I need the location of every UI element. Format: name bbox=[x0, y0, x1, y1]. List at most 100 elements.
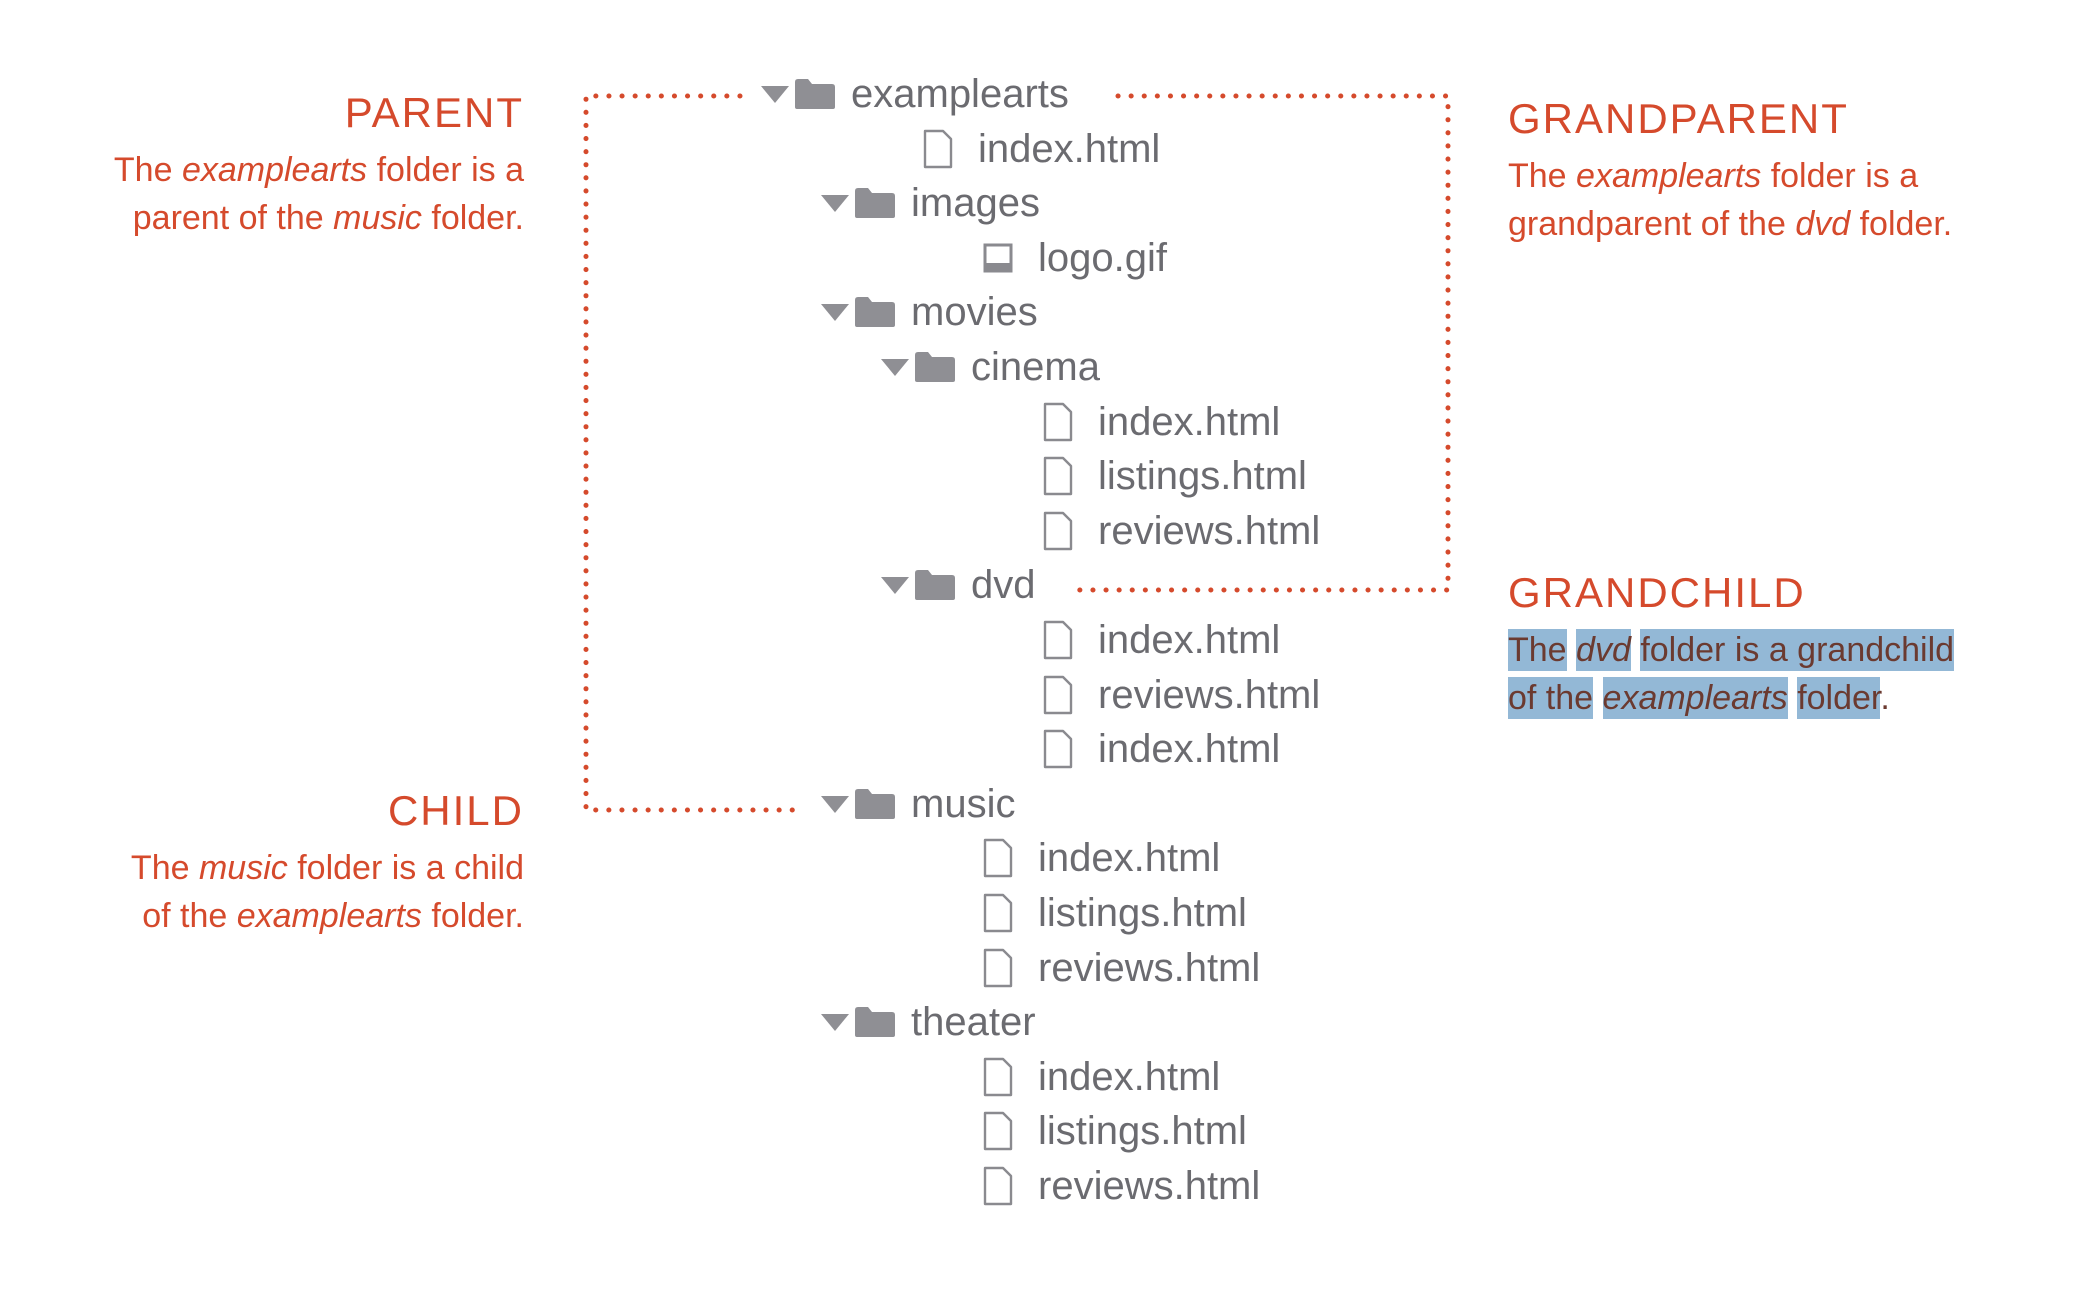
folder-icon bbox=[881, 569, 955, 601]
file-name: reviews.html bbox=[1038, 1163, 1261, 1208]
tree-row-file[interactable]: reviews.html bbox=[982, 941, 1260, 995]
grandchild-note-line-1: The dvd folder is a grandchild bbox=[1508, 626, 1955, 674]
tree-row-folder[interactable]: cinema bbox=[881, 340, 1100, 394]
folder-name: cinema bbox=[971, 344, 1100, 389]
child-note-body: The music folder is a child of the examp… bbox=[131, 844, 524, 940]
file-icon bbox=[1042, 729, 1074, 769]
file-name: reviews.html bbox=[1038, 945, 1261, 990]
file-name: reviews.html bbox=[1098, 508, 1321, 553]
italic-term: music bbox=[198, 849, 288, 887]
tree-row-folder[interactable]: examplearts bbox=[761, 67, 1069, 121]
tree-row-folder[interactable]: music bbox=[821, 777, 1015, 831]
file-name: listings.html bbox=[1098, 453, 1307, 498]
text-run: folder is a child bbox=[287, 849, 524, 887]
file-name: reviews.html bbox=[1098, 672, 1321, 717]
parent-note-title: PARENT bbox=[344, 89, 524, 136]
folder-name: dvd bbox=[971, 562, 1036, 607]
grandparent-note-title: GRANDPARENT bbox=[1508, 95, 1849, 142]
folder-icon bbox=[821, 187, 895, 219]
folder-name: images bbox=[911, 180, 1040, 225]
selected-text-run: The bbox=[1508, 631, 1567, 669]
tree-row-file[interactable]: reviews.html bbox=[982, 1159, 1260, 1213]
file-icon bbox=[1042, 456, 1074, 496]
child-note-title: CHILD bbox=[387, 787, 524, 834]
child-note: CHILD The music folder is a child of the… bbox=[131, 790, 524, 940]
grandchild-note: GRANDCHILD The dvd folder is a grandchil… bbox=[1508, 569, 1955, 722]
text-run: The bbox=[130, 849, 199, 887]
folder-name: theater bbox=[911, 999, 1036, 1044]
tree-row-file[interactable]: listings.html bbox=[982, 1104, 1247, 1158]
grandparent-note-line-1: The examplearts folder is a bbox=[1508, 152, 1952, 200]
tree-row-file[interactable]: listings.html bbox=[982, 886, 1247, 940]
text-run: grandparent of the bbox=[1508, 205, 1796, 243]
file-name: index.html bbox=[1098, 726, 1281, 771]
file-icon bbox=[1042, 620, 1074, 660]
file-icon bbox=[982, 1111, 1014, 1151]
text-run: The bbox=[1508, 157, 1577, 195]
tree-row-folder[interactable]: theater bbox=[821, 995, 1036, 1049]
grandchild-note-title: GRANDCHILD bbox=[1508, 569, 1806, 616]
tree-row-folder[interactable]: movies bbox=[821, 285, 1038, 339]
trailing-period: . bbox=[1880, 679, 1890, 717]
italic-term: examplearts bbox=[236, 897, 422, 935]
grandparent-note-line-2: grandparent of the dvd folder. bbox=[1508, 200, 1952, 248]
text-run: of the bbox=[142, 897, 237, 935]
tree-row-folder[interactable]: images bbox=[821, 176, 1040, 230]
tree-row-file[interactable]: listings.html bbox=[1042, 449, 1307, 503]
file-name: index.html bbox=[978, 126, 1161, 171]
grandparent-note-body: The examplearts folder is a grandparent … bbox=[1508, 152, 1952, 248]
file-icon bbox=[1042, 402, 1074, 442]
italic-term: examplearts bbox=[1576, 157, 1762, 195]
file-icon bbox=[1042, 675, 1074, 715]
file-name: logo.gif bbox=[1038, 235, 1167, 280]
chevron-down-icon[interactable] bbox=[821, 794, 849, 814]
file-icon bbox=[1042, 511, 1074, 551]
italic-term: music bbox=[333, 199, 422, 237]
italic-term: examplearts bbox=[181, 151, 368, 189]
image-file-icon bbox=[982, 242, 1014, 274]
selected-text-run: of the bbox=[1508, 679, 1594, 717]
text-run: folder is a bbox=[1761, 157, 1919, 195]
text-run: folder. bbox=[1850, 205, 1953, 243]
tree-row-file[interactable]: index.html bbox=[1042, 613, 1280, 667]
file-name: index.html bbox=[1098, 617, 1281, 662]
grandchild-note-body-selected-text[interactable]: The dvd folder is a grandchild of the ex… bbox=[1508, 626, 1955, 722]
tree-row-file[interactable]: index.html bbox=[982, 831, 1220, 885]
selected-italic-term: examplearts bbox=[1602, 679, 1788, 717]
chevron-down-icon[interactable] bbox=[761, 84, 789, 104]
text-run: parent of the bbox=[132, 199, 334, 237]
italic-term: dvd bbox=[1795, 205, 1851, 243]
file-name: index.html bbox=[1098, 399, 1281, 444]
tree-row-folder[interactable]: dvd bbox=[881, 558, 1036, 612]
tree-row-file[interactable]: reviews.html bbox=[1042, 504, 1320, 558]
tree-row-file[interactable]: index.html bbox=[922, 122, 1160, 176]
parent-note-body: The examplearts folder is a parent of th… bbox=[114, 146, 524, 242]
selected-italic-term: dvd bbox=[1576, 631, 1631, 669]
folder-icon bbox=[821, 1006, 895, 1038]
chevron-down-icon[interactable] bbox=[821, 193, 849, 213]
file-name: index.html bbox=[1038, 1054, 1221, 1099]
chevron-down-icon[interactable] bbox=[821, 1012, 849, 1032]
italic-term: examplearts bbox=[1602, 679, 1788, 717]
folder-icon bbox=[821, 788, 895, 820]
chevron-down-icon[interactable] bbox=[881, 575, 909, 595]
grandchild-note-line-2: of the examplearts folder. bbox=[1508, 674, 1954, 722]
text-run: folder. bbox=[421, 897, 524, 935]
file-name: listings.html bbox=[1038, 890, 1247, 935]
tree-row-file[interactable]: index.html bbox=[1042, 722, 1280, 776]
tree-row-image[interactable]: logo.gif bbox=[982, 231, 1167, 285]
chevron-down-icon[interactable] bbox=[821, 302, 849, 322]
file-name: index.html bbox=[1038, 835, 1221, 880]
tree-row-file[interactable]: index.html bbox=[1042, 395, 1280, 449]
tree-row-file[interactable]: reviews.html bbox=[1042, 668, 1320, 722]
folder-icon bbox=[821, 296, 895, 328]
parent-note-line-2: parent of the music folder. bbox=[114, 194, 524, 242]
file-icon bbox=[982, 1166, 1014, 1206]
chevron-down-icon[interactable] bbox=[881, 357, 909, 377]
child-note-line-1: The music folder is a child bbox=[131, 844, 524, 892]
tree-row-file[interactable]: index.html bbox=[982, 1050, 1220, 1104]
parent-child-connector bbox=[583, 93, 803, 813]
grandparent-note: GRANDPARENT The examplearts folder is a … bbox=[1508, 98, 1952, 248]
file-icon bbox=[982, 838, 1014, 878]
